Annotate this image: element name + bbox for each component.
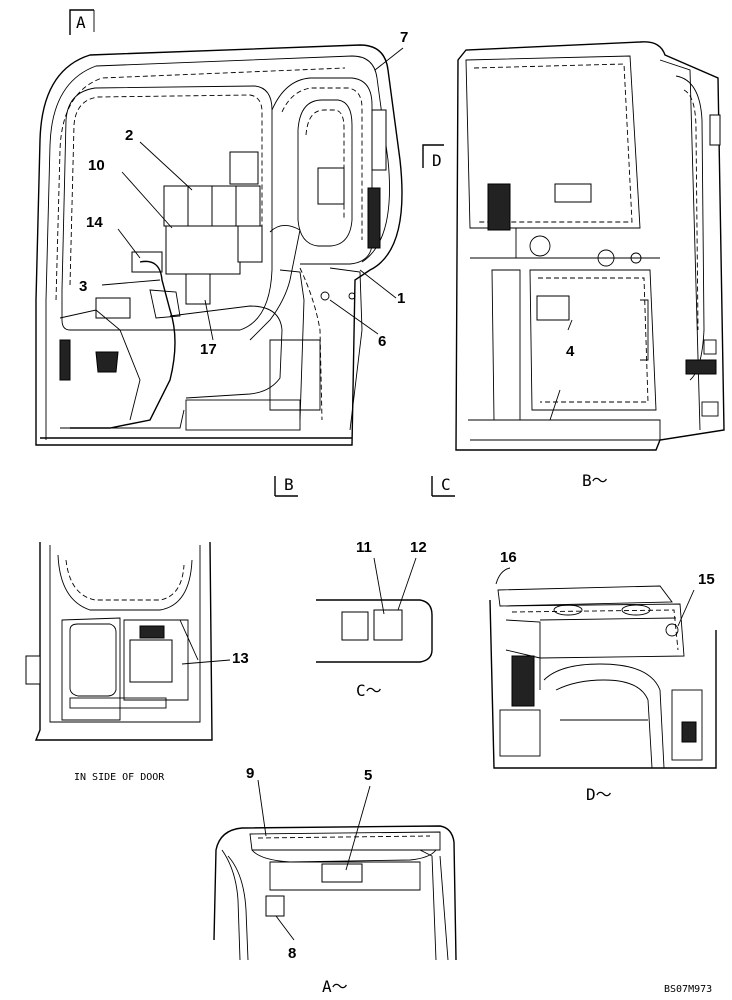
callout-4: 4	[566, 343, 575, 360]
main-cab-view	[35, 9, 455, 497]
view-label-c: C～	[356, 681, 382, 700]
callout-12: 12	[410, 539, 427, 556]
callout-6: 6	[378, 333, 386, 350]
callout-8: 8	[288, 945, 296, 962]
view-label-b: B～	[582, 471, 608, 490]
callout-13: 13	[232, 650, 249, 667]
view-b-rear-interior	[455, 41, 725, 451]
inside-of-door-caption: IN SIDE OF DOOR	[74, 772, 165, 783]
view-d-top	[489, 567, 717, 769]
view-label-a: A～	[322, 977, 348, 996]
view-a-ceiling	[213, 779, 457, 961]
section-marker-c: C	[441, 475, 451, 494]
callout-15: 15	[698, 571, 715, 588]
callout-11: 11	[356, 539, 372, 556]
labels: A D B C B～ C～ D～ A～ IN SIDE OF DOOR BS07…	[74, 13, 715, 996]
view-label-d: D～	[586, 785, 612, 804]
section-marker-a: A	[76, 13, 86, 32]
section-marker-b: B	[284, 475, 294, 494]
callout-10: 10	[88, 157, 105, 174]
callout-3: 3	[79, 278, 87, 295]
drawing-id: BS07M973	[664, 984, 712, 995]
callout-5: 5	[364, 767, 372, 784]
callout-17: 17	[200, 341, 217, 358]
inside-of-door-view	[25, 541, 231, 741]
callout-1: 1	[397, 290, 405, 307]
callout-9: 9	[246, 765, 254, 782]
callout-7: 7	[400, 29, 408, 46]
view-c-panel	[316, 557, 433, 663]
callout-14: 14	[86, 214, 103, 231]
callout-16: 16	[500, 549, 517, 566]
section-marker-d: D	[432, 151, 442, 170]
callout-2: 2	[125, 127, 133, 144]
